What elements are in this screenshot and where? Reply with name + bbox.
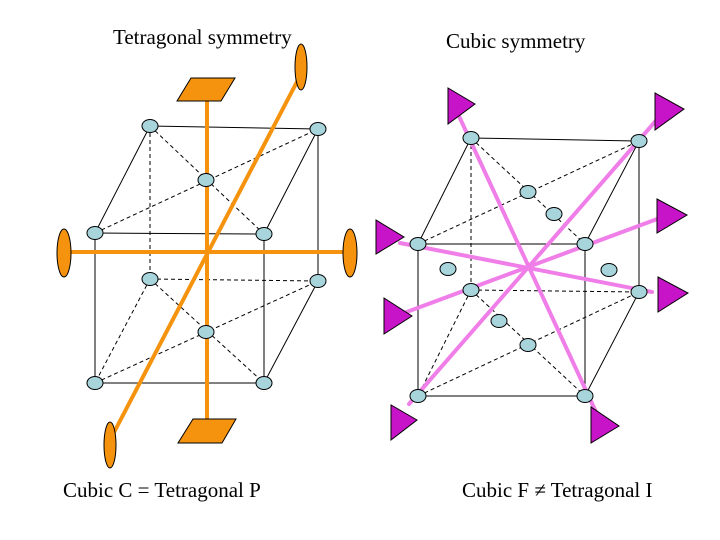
right-atoms (409, 131, 648, 403)
atom (439, 262, 457, 276)
atom (576, 389, 594, 403)
threefold-triangle-icon (383, 297, 413, 335)
twofold-ellipse-icon (56, 228, 72, 278)
atom (576, 237, 594, 251)
atom (409, 389, 427, 403)
atom (409, 237, 427, 251)
threefold-triangle-icon (375, 219, 405, 255)
atom (519, 185, 537, 199)
atom (630, 285, 648, 299)
atom (545, 207, 563, 221)
right-panel-title: Cubic symmetry (446, 29, 586, 53)
atom (309, 274, 327, 288)
atom (86, 376, 104, 390)
atom (309, 122, 327, 136)
atom (86, 226, 104, 240)
twofold-ellipse-icon (103, 421, 117, 469)
atom (197, 173, 215, 187)
threefold-triangle-icon (590, 406, 620, 444)
atom (197, 325, 215, 339)
atom (490, 314, 508, 328)
left-atoms (86, 119, 327, 390)
threefold-triangle-icon (657, 276, 689, 313)
atom (600, 263, 618, 277)
atom (630, 134, 648, 148)
atom (255, 227, 273, 241)
atom (462, 283, 480, 297)
threefold-triangle-icon (390, 404, 418, 442)
left-panel-title: Tetragonal symmetry (113, 25, 292, 49)
fourfold-parallelogram-icon (177, 418, 237, 444)
threefold-triangle-icon (447, 87, 476, 125)
atom (462, 131, 480, 145)
fourfold-parallelogram-icon (176, 77, 236, 102)
right-rotation-axes (398, 112, 662, 414)
threefold-triangle-icon (656, 198, 689, 234)
atom (141, 119, 159, 133)
left-panel-caption: Cubic C = Tetragonal P (63, 478, 261, 502)
threefold-triangle-icon (654, 92, 685, 131)
atom (255, 376, 273, 390)
left-rotation-axes (64, 74, 352, 442)
right-panel-caption: Cubic F ≠ Tetragonal I (462, 478, 653, 502)
twofold-ellipse-icon (294, 43, 308, 91)
atom (141, 272, 159, 286)
twofold-ellipse-icon (342, 228, 358, 278)
atom (519, 338, 537, 352)
